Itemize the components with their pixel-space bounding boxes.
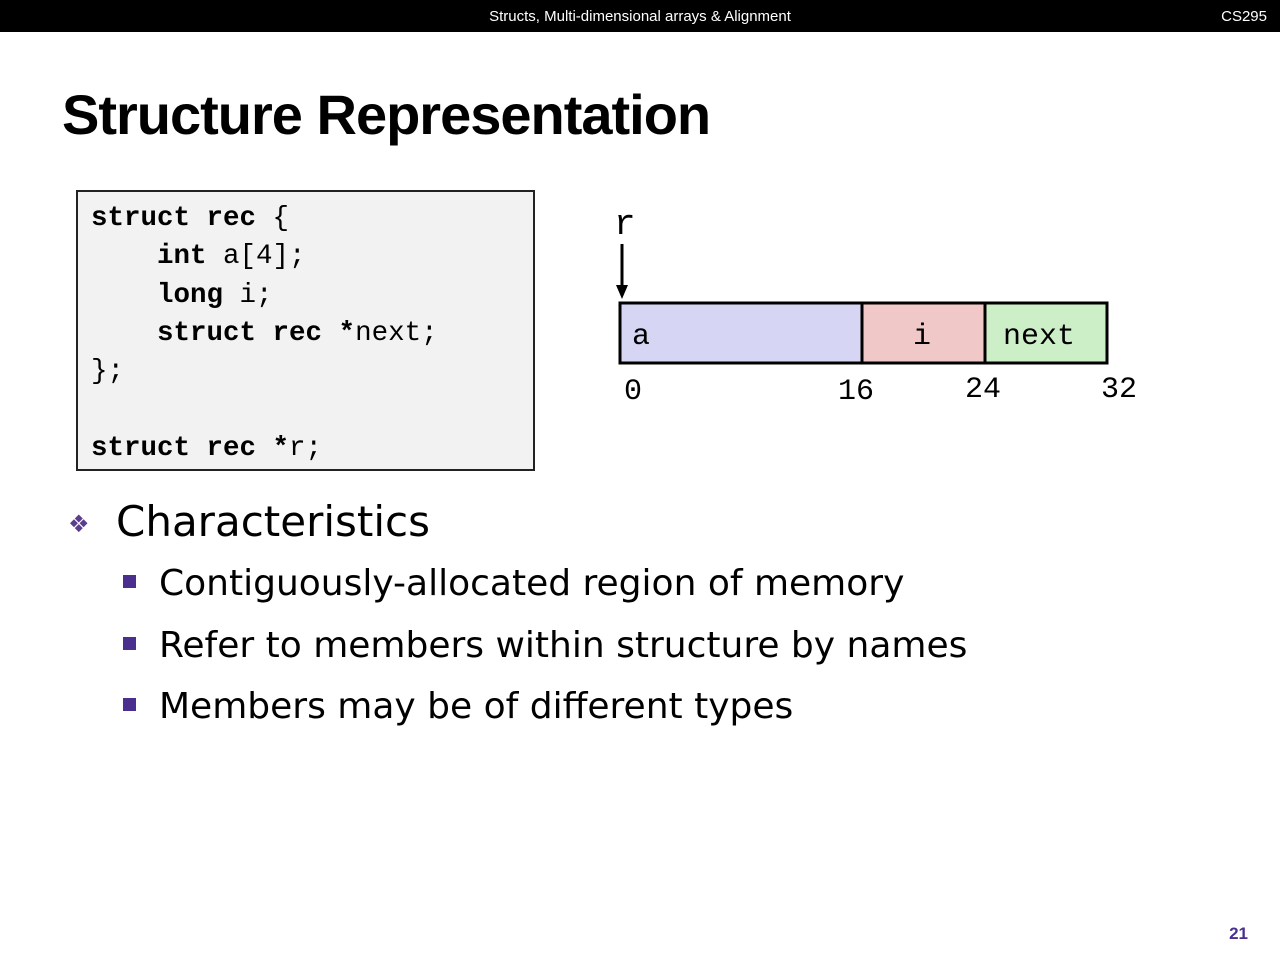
code-line-4: struct rec *next;: [91, 318, 438, 349]
struct-code: struct rec { int a[4]; long i; struct re…: [91, 200, 438, 468]
bullet-heading: ❖ Characteristics: [68, 495, 1168, 555]
code-text: };: [91, 356, 125, 388]
header-title: Structs, Multi-dimensional arrays & Alig…: [489, 8, 791, 25]
code-line-3: long i;: [91, 280, 273, 311]
code-text: {: [272, 203, 290, 234]
offset-label: 16: [838, 375, 874, 409]
offset-label: 0: [624, 375, 642, 409]
page-number: 21: [1229, 924, 1248, 943]
course-label: CS295: [1221, 8, 1267, 25]
list-item-text: Refer to members within structure by nam…: [159, 624, 968, 666]
code-keyword: struct rec: [91, 203, 273, 234]
pointer-label: r: [614, 204, 636, 245]
list-item-text: Members may be of different types: [159, 686, 794, 727]
list-item: Contiguously-allocated region of memory: [68, 555, 1168, 617]
code-text: r;: [289, 432, 323, 464]
field-label-a: a: [632, 320, 650, 354]
list-item: Refer to members within structure by nam…: [68, 617, 1168, 679]
code-indent: [91, 280, 157, 311]
diamond-bullet-icon: ❖: [68, 510, 90, 538]
code-text: i;: [239, 279, 273, 311]
offset-label: 24: [965, 373, 1001, 407]
square-bullet-icon: [123, 698, 136, 711]
bullet-list: ❖ Characteristics Contiguously-allocated…: [68, 495, 1168, 740]
pointer-arrow-head: [616, 285, 628, 299]
code-line-6: struct rec *r;: [91, 433, 322, 464]
list-item: Members may be of different types: [68, 678, 1168, 740]
code-keyword: struct rec *: [91, 432, 290, 464]
field-label-next: next: [1003, 320, 1075, 354]
code-text: next;: [355, 317, 438, 349]
offset-label: 32: [1101, 373, 1137, 407]
code-keyword: int: [157, 241, 224, 273]
code-text: a[4];: [223, 241, 306, 273]
field-label-i: i: [913, 320, 931, 354]
code-line-5: };: [91, 356, 124, 387]
code-block: struct rec { int a[4]; long i; struct re…: [76, 190, 535, 471]
slide-title: Structure Representation: [62, 83, 711, 146]
code-keyword: long: [157, 279, 240, 311]
code-line-1: struct rec {: [91, 203, 289, 234]
code-indent: [91, 241, 157, 272]
field-box-next: [983, 301, 1109, 365]
field-box-i: [860, 301, 987, 365]
code-line-2: int a[4];: [91, 241, 306, 272]
square-bullet-icon: [123, 575, 136, 588]
square-bullet-icon: [123, 636, 136, 650]
field-box-a: [618, 301, 864, 365]
code-keyword: struct rec *: [157, 317, 356, 349]
code-indent: [91, 318, 157, 349]
bullet-heading-text: Characteristics: [116, 497, 431, 546]
list-item-text: Contiguously-allocated region of memory: [159, 563, 905, 604]
header-bar: Structs, Multi-dimensional arrays & Alig…: [0, 0, 1280, 32]
